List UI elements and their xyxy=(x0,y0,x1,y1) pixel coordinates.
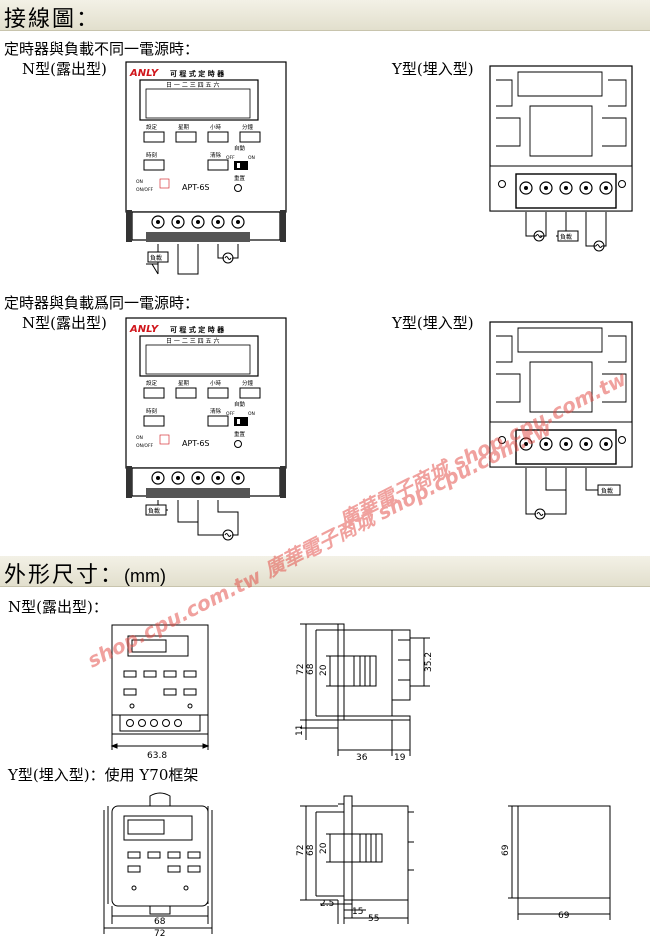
y-a-text: 2.5 xyxy=(320,899,334,909)
diff-source-label: 定時器與負載不同一電源時： xyxy=(4,40,200,58)
wiring-heading: 接線圖： xyxy=(4,7,101,32)
n-side-dimension-text: 72 68 20 35.2 11 36 19 xyxy=(295,652,434,763)
load-label-2: 負載 xyxy=(560,233,572,241)
y-side-dimension-text: 72 68 20 2.5 15 55 xyxy=(296,842,379,924)
n-d-text: 36 xyxy=(356,753,368,763)
n-type-label: N型(露出型) xyxy=(22,60,107,78)
n-rr-text: 19 xyxy=(394,753,406,763)
n-r-text: 35.2 xyxy=(424,652,434,672)
dim-cutout-width: 69 xyxy=(558,911,570,921)
dim-n-front-width: 63.8 xyxy=(147,751,167,761)
y-h-text: 72 xyxy=(296,845,306,856)
n-type-label-2: N型(露出型) xyxy=(22,314,107,332)
dim-y-type-label: Y型(埋入型)：使用 Y70框架 xyxy=(8,766,199,784)
y-b-text: 15 xyxy=(352,907,363,917)
n-h-text: 72 xyxy=(296,664,306,675)
dimension-heading: 外形尺寸：(mm) xyxy=(4,557,166,589)
n-c-text: 20 xyxy=(319,664,329,676)
y-inner-text: 68 xyxy=(306,844,316,856)
n-in-text: 68 xyxy=(306,663,316,675)
dimension-banner: 外形尺寸：(mm) xyxy=(0,556,650,589)
dim-n-type-label: N型(露出型)： xyxy=(8,598,108,616)
dimension-title: 外形尺寸： xyxy=(4,563,125,588)
dimension-unit: (mm) xyxy=(124,566,166,586)
y-type-wiring-2 xyxy=(525,468,621,520)
y-c-text: 20 xyxy=(319,842,329,854)
n-type-timer-diagram-1 xyxy=(125,61,287,243)
y-type-label-2: Y型(埋入型) xyxy=(392,314,474,332)
n-type-wiring-2 xyxy=(145,500,239,541)
n-type-timer-diagram-2 xyxy=(125,317,287,499)
wiring-banner: 接線圖： xyxy=(0,0,650,32)
load-label-3: 負載 xyxy=(148,507,160,515)
dim-y-front-outer: 72 xyxy=(154,929,165,939)
y-cc-text: 55 xyxy=(368,914,379,924)
y-front-view xyxy=(103,792,213,934)
load-label-1: 負載 xyxy=(150,254,162,262)
dim-cutout-height: 69 xyxy=(501,844,511,856)
n-side-view xyxy=(300,623,430,756)
y-type-rear-diagram-1 xyxy=(489,65,633,212)
same-source-label: 定時器與負載爲同一電源時： xyxy=(4,294,200,312)
cutout-view xyxy=(508,805,611,920)
n-front-view xyxy=(110,624,210,750)
n-b-text: 11 xyxy=(295,725,305,736)
load-label-4: 負載 xyxy=(601,487,613,495)
dim-y-front-inner: 68 xyxy=(154,917,166,927)
y-side-view xyxy=(300,795,414,924)
n-type-wiring-1 xyxy=(146,244,239,275)
y-type-wiring-1 xyxy=(525,212,607,252)
y-type-label: Y型(埋入型) xyxy=(392,60,474,78)
